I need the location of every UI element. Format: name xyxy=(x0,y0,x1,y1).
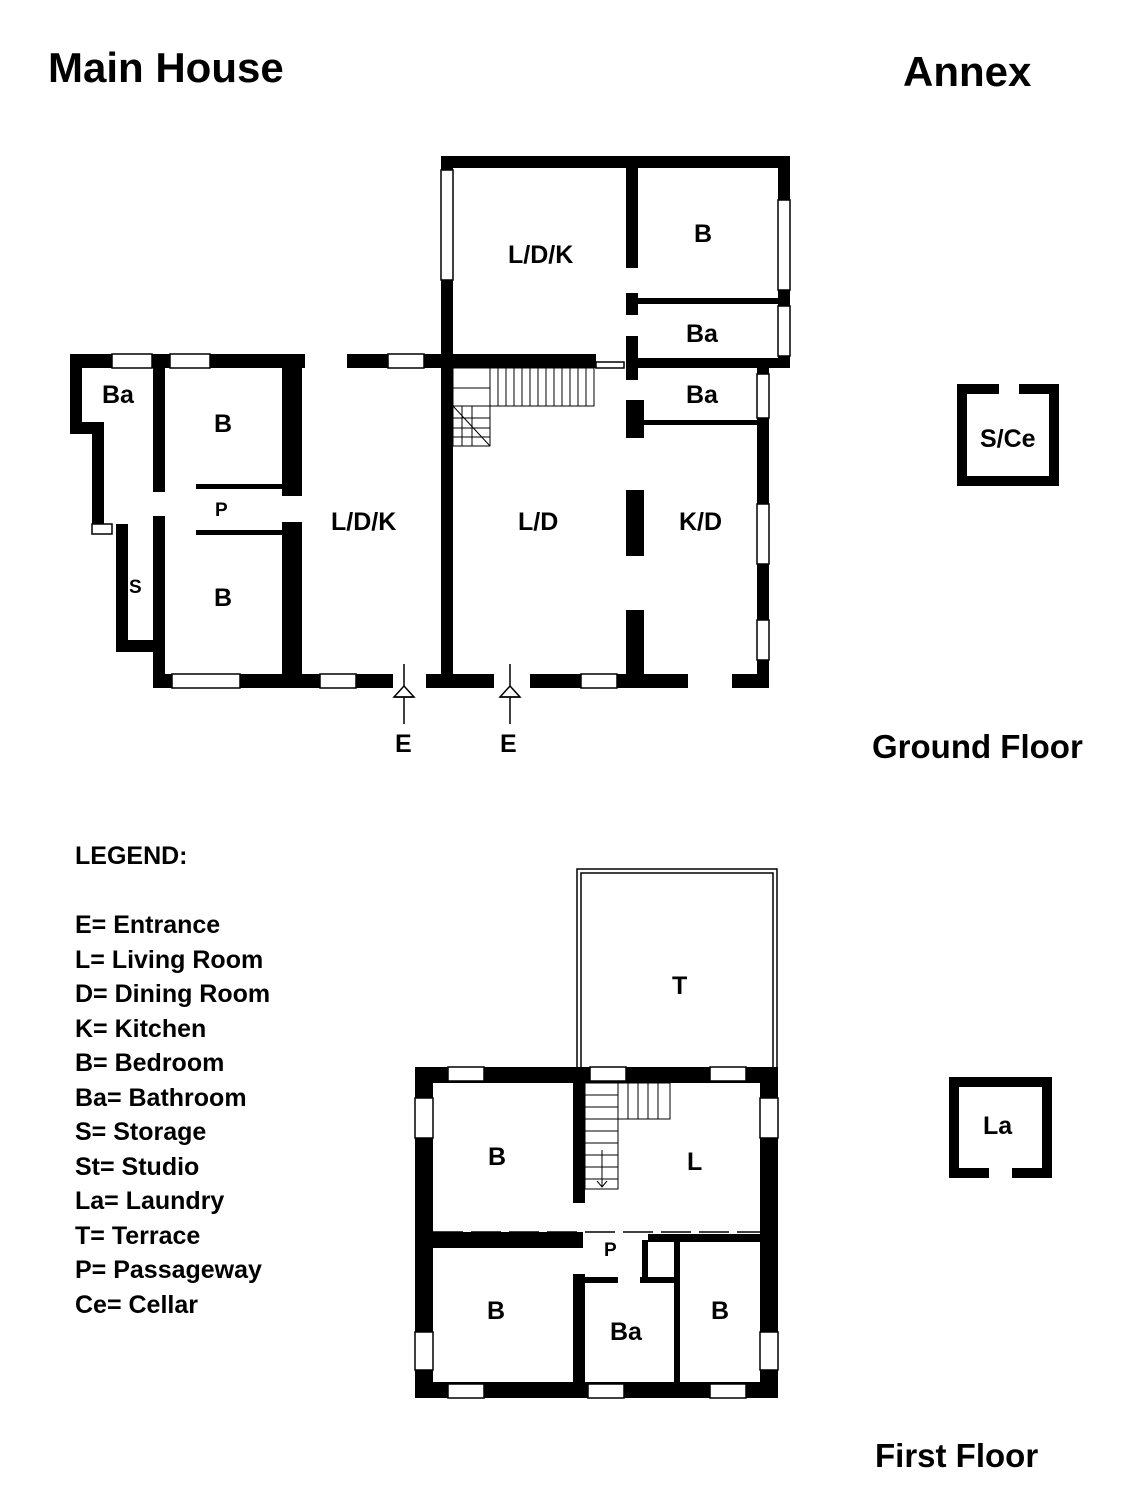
legend-item-studio: St= Studio xyxy=(75,1152,200,1181)
room-label-storage: S xyxy=(129,577,142,598)
room-label-bath-left: Ba xyxy=(102,381,135,409)
ground-floor-title: Ground Floor xyxy=(872,728,1083,765)
room-label-terrace: T xyxy=(672,972,687,1000)
legend-item-bedroom: B= Bedroom xyxy=(75,1049,225,1077)
legend-item-storage: S= Storage xyxy=(75,1118,207,1146)
ground-floor-room-labels: L/D/K B Ba Ba K/D L/D L/D/K Ba B P B S E… xyxy=(102,220,722,758)
room-label-ldk-upper: L/D/K xyxy=(508,241,573,269)
room-label-bath-right: Ba xyxy=(686,381,719,409)
main-house-title: Main House xyxy=(48,44,284,91)
room-label-living: L xyxy=(687,1148,702,1176)
first-floor-title: First Floor xyxy=(875,1437,1038,1474)
ground-floor-walls xyxy=(70,156,790,688)
room-label-bedroom-bottom-right: B xyxy=(711,1297,729,1325)
legend-list: E= Entrance L= Living Room D= Dining Roo… xyxy=(75,910,270,1324)
annex-ground-walls xyxy=(957,384,1059,486)
room-label-bedroom-top-left: B xyxy=(488,1143,506,1171)
legend-item-laundry: La= Laundry xyxy=(75,1187,225,1215)
annex-room-label-laundry: La xyxy=(983,1112,1013,1140)
room-label-first-bath: Ba xyxy=(610,1318,643,1346)
legend-item-passageway: P= Passageway xyxy=(75,1256,262,1284)
room-label-bedroom-left-bottom: B xyxy=(214,584,232,612)
legend-item-cellar: Ce= Cellar xyxy=(75,1290,198,1319)
entrance-markers xyxy=(392,664,522,724)
ground-floor-staircase xyxy=(452,367,595,447)
terrace-outline xyxy=(576,868,778,1070)
legend-item-entrance: E= Entrance xyxy=(75,911,221,939)
room-label-ldk-middle: L/D/K xyxy=(331,508,396,536)
first-floor-windows xyxy=(414,1066,779,1399)
room-label-bedroom-left-top: B xyxy=(214,410,232,438)
legend-title: LEGEND: xyxy=(75,842,188,870)
room-label-kitchen-dining: K/D xyxy=(679,508,722,536)
legend-item-kitchen: K= Kitchen xyxy=(75,1014,207,1043)
entrance-label-1: E xyxy=(395,730,412,758)
room-label-living-dining: L/D xyxy=(518,508,558,536)
annex-room-label-storage-cellar: S/Ce xyxy=(980,425,1036,453)
legend-item-dining-room: D= Dining Room xyxy=(75,980,271,1008)
legend-item-bathroom: Ba= Bathroom xyxy=(75,1083,247,1112)
entrance-label-2: E xyxy=(500,730,517,758)
room-label-first-passage: P xyxy=(604,1240,617,1261)
annex-first-walls xyxy=(949,1077,1052,1178)
room-label-bedroom-bottom-left: B xyxy=(487,1297,505,1325)
room-label-bedroom-upper: B xyxy=(694,220,712,248)
annex-title: Annex xyxy=(903,48,1032,95)
room-label-bath-upper: Ba xyxy=(686,320,719,348)
first-floor-room-labels: B L P B Ba B xyxy=(487,1143,729,1346)
ground-floor-windows xyxy=(91,169,791,689)
room-label-passage: P xyxy=(215,500,228,521)
legend-item-terrace: T= Terrace xyxy=(75,1221,201,1250)
first-floor-staircase xyxy=(584,1082,671,1190)
legend-item-living-room: L= Living Room xyxy=(75,945,264,974)
